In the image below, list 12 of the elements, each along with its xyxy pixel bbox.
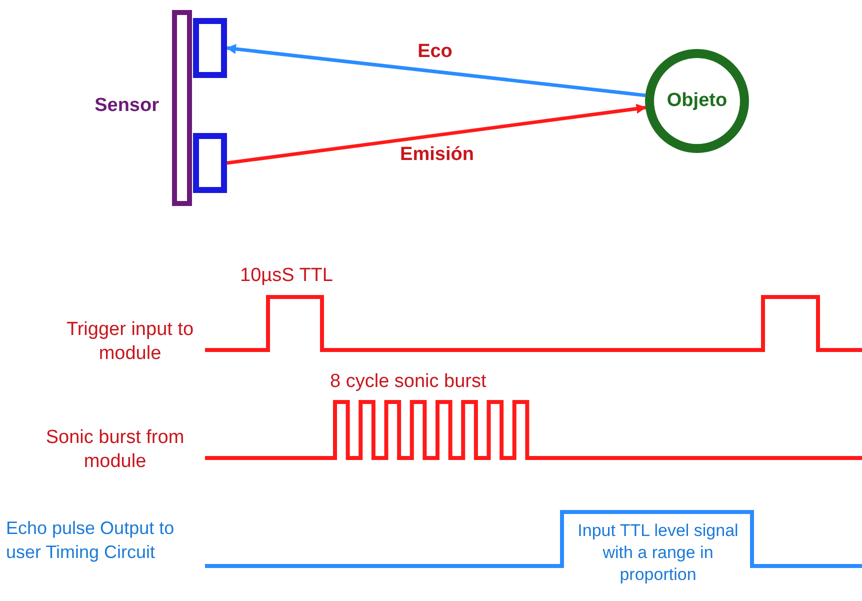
signal-name: Echo pulse Output to user Timing Circuit	[6, 517, 176, 564]
arrow	[226, 44, 646, 98]
signal-name: Sonic burst from module	[44, 426, 186, 474]
pulse-note: Input TTL level signal with a range in proportion	[576, 520, 740, 586]
transducer-box	[193, 133, 227, 193]
pulse-width-label: 10µsS TTL	[240, 264, 334, 288]
object-label: Objeto	[666, 90, 728, 112]
burst-label: 8 cycle sonic burst	[330, 370, 488, 394]
arrow	[226, 104, 646, 165]
transducer-box	[193, 18, 227, 78]
signal-name: Trigger input to module	[65, 318, 195, 366]
sensor-label: Sensor	[94, 95, 159, 117]
